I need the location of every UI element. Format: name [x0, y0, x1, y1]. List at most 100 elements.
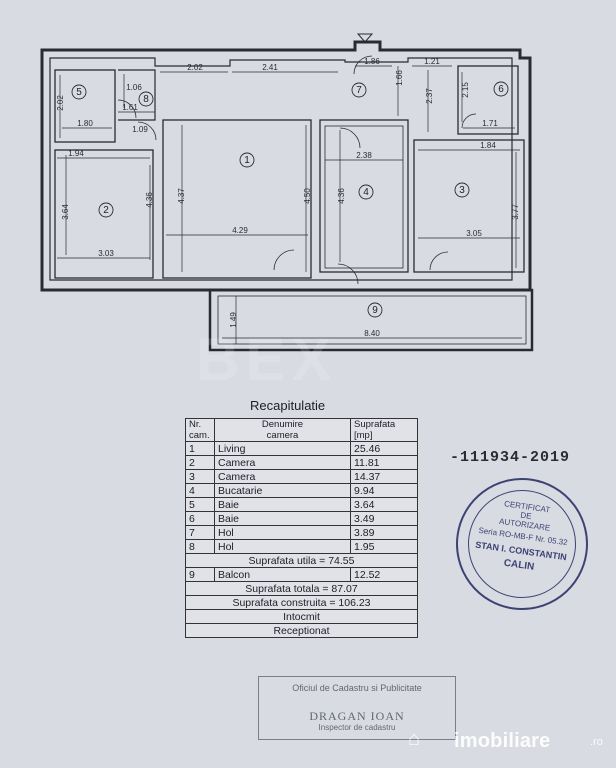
dimension-label: 4.36	[145, 192, 154, 208]
door-arc	[337, 263, 359, 285]
dimension-label: 1.49	[229, 312, 238, 328]
cell-nr: 3	[185, 469, 215, 484]
bedroom-2-walls	[54, 149, 154, 279]
authorization-stamp: CERTIFICAT DE AUTORIZARE Seria RO-MB-F N…	[447, 469, 597, 619]
dimension-label: 1.94	[68, 149, 84, 158]
dimension-label: 1.06	[126, 83, 142, 92]
living-1-walls	[162, 119, 312, 279]
cell-name: Living	[214, 441, 351, 456]
cadastre-stamp-line-2: DRAGAN IOAN	[309, 709, 405, 723]
cell-nr: 5	[185, 497, 215, 512]
dimension-label: 1.09	[132, 125, 148, 134]
room-number: 9	[372, 305, 378, 316]
cell-nr: 8	[185, 539, 215, 554]
room-number: 4	[363, 187, 369, 198]
watermark-brand: imobiliare	[454, 730, 551, 752]
hall-8-walls	[118, 69, 156, 121]
dimension-label: 1.84	[480, 141, 496, 150]
cell-name: Camera	[214, 469, 351, 484]
col-header-name: Denumire camera	[214, 418, 351, 442]
house-icon: ⌂	[408, 728, 421, 750]
outer-wall-inner	[49, 57, 513, 281]
room-number: 5	[76, 87, 82, 98]
room-number: 3	[459, 185, 465, 196]
table-row: Suprafata construita = 106.23	[185, 595, 418, 610]
entrance-marker	[356, 33, 374, 43]
dimension-label: 8.40	[364, 329, 380, 338]
cadastre-stamp-line-3: Inspector de cadastru	[318, 723, 396, 732]
table-row: Suprafata totala = 87.07	[185, 581, 418, 596]
cell-name: Balcon	[214, 567, 351, 582]
recap-title: Recapitulatie	[250, 398, 326, 413]
cell-built-area: Suprafata construita = 106.23	[185, 595, 418, 610]
cell-total-area: Suprafata totala = 87.07	[185, 581, 418, 596]
dimension-label: 2.38	[356, 151, 372, 160]
cell-area: 3.89	[350, 525, 418, 540]
dimension-label: 2.02	[56, 95, 65, 111]
cell-name: Baie	[214, 511, 351, 526]
cell-nr: 6	[185, 511, 215, 526]
door-arc	[137, 121, 157, 141]
dimension-label: 1.80	[77, 119, 93, 128]
dimension-label: 3.64	[61, 204, 70, 220]
cell-area: 14.37	[350, 469, 418, 484]
cell-name: Bucatarie	[214, 483, 351, 498]
door-arc	[117, 99, 137, 119]
door-arc	[353, 55, 373, 75]
dimension-label: 1.61	[122, 103, 138, 112]
cell-nr: 7	[185, 525, 215, 540]
cell-name: Hol	[214, 539, 351, 554]
dimension-label: 1.86	[364, 57, 380, 66]
dimension-label: 3.03	[98, 249, 114, 258]
kitchen-4-walls	[319, 119, 409, 273]
dimension-label: 1.71	[482, 119, 498, 128]
dimension-label: 2.41	[262, 63, 278, 72]
dimension-label: 4.29	[232, 226, 248, 235]
cell-nr: 9	[185, 567, 215, 582]
dimension-label: 3.77	[511, 204, 520, 220]
cell-area: 12.52	[350, 567, 418, 582]
table-row: Receptionat	[185, 623, 418, 638]
bedroom-3-walls	[413, 139, 525, 273]
watermark-suffix: .ro	[590, 736, 603, 748]
dimension-label: 4.50	[303, 188, 312, 204]
cadastre-stamp: Oficiul de Cadastru si Publicitate DRAGA…	[258, 676, 456, 740]
dimension-label: 1.21	[424, 57, 440, 66]
registration-number: -111934-2019	[450, 449, 571, 466]
door-arc	[429, 251, 449, 271]
table-row: Suprafata utila = 74.55	[185, 553, 418, 568]
cell-area: 11.81	[350, 455, 418, 470]
room-number: 6	[498, 84, 504, 95]
col-header-area: Suprafata [mp]	[350, 418, 418, 442]
cell-area: 25.46	[350, 441, 418, 456]
cell-useful-area: Suprafata utila = 74.55	[185, 553, 418, 568]
dimension-label: 3.05	[466, 229, 482, 238]
dimension-label: 2.02	[187, 63, 203, 72]
dimension-label: 4.37	[177, 188, 186, 204]
bath-6-walls	[457, 65, 519, 135]
dimension-label: 4.36	[337, 188, 346, 204]
bath-5-walls	[54, 69, 116, 143]
cell-nr: 2	[185, 455, 215, 470]
balcony-9-walls	[208, 288, 534, 352]
recap-table: Nr. cam. Denumire camera Suprafata [mp] …	[185, 418, 418, 638]
table-row: Intocmit	[185, 609, 418, 624]
table-header-row: Nr. cam. Denumire camera Suprafata [mp]	[185, 418, 418, 442]
watermark-background-text: BEX	[196, 326, 338, 393]
room-number: 8	[143, 94, 149, 105]
cell-name: Camera	[214, 455, 351, 470]
room-number: 1	[244, 155, 250, 166]
dimension-label: 2.15	[461, 82, 470, 98]
cell-area: 9.94	[350, 483, 418, 498]
cell-received: Receptionat	[185, 623, 418, 638]
cell-nr: 1	[185, 441, 215, 456]
